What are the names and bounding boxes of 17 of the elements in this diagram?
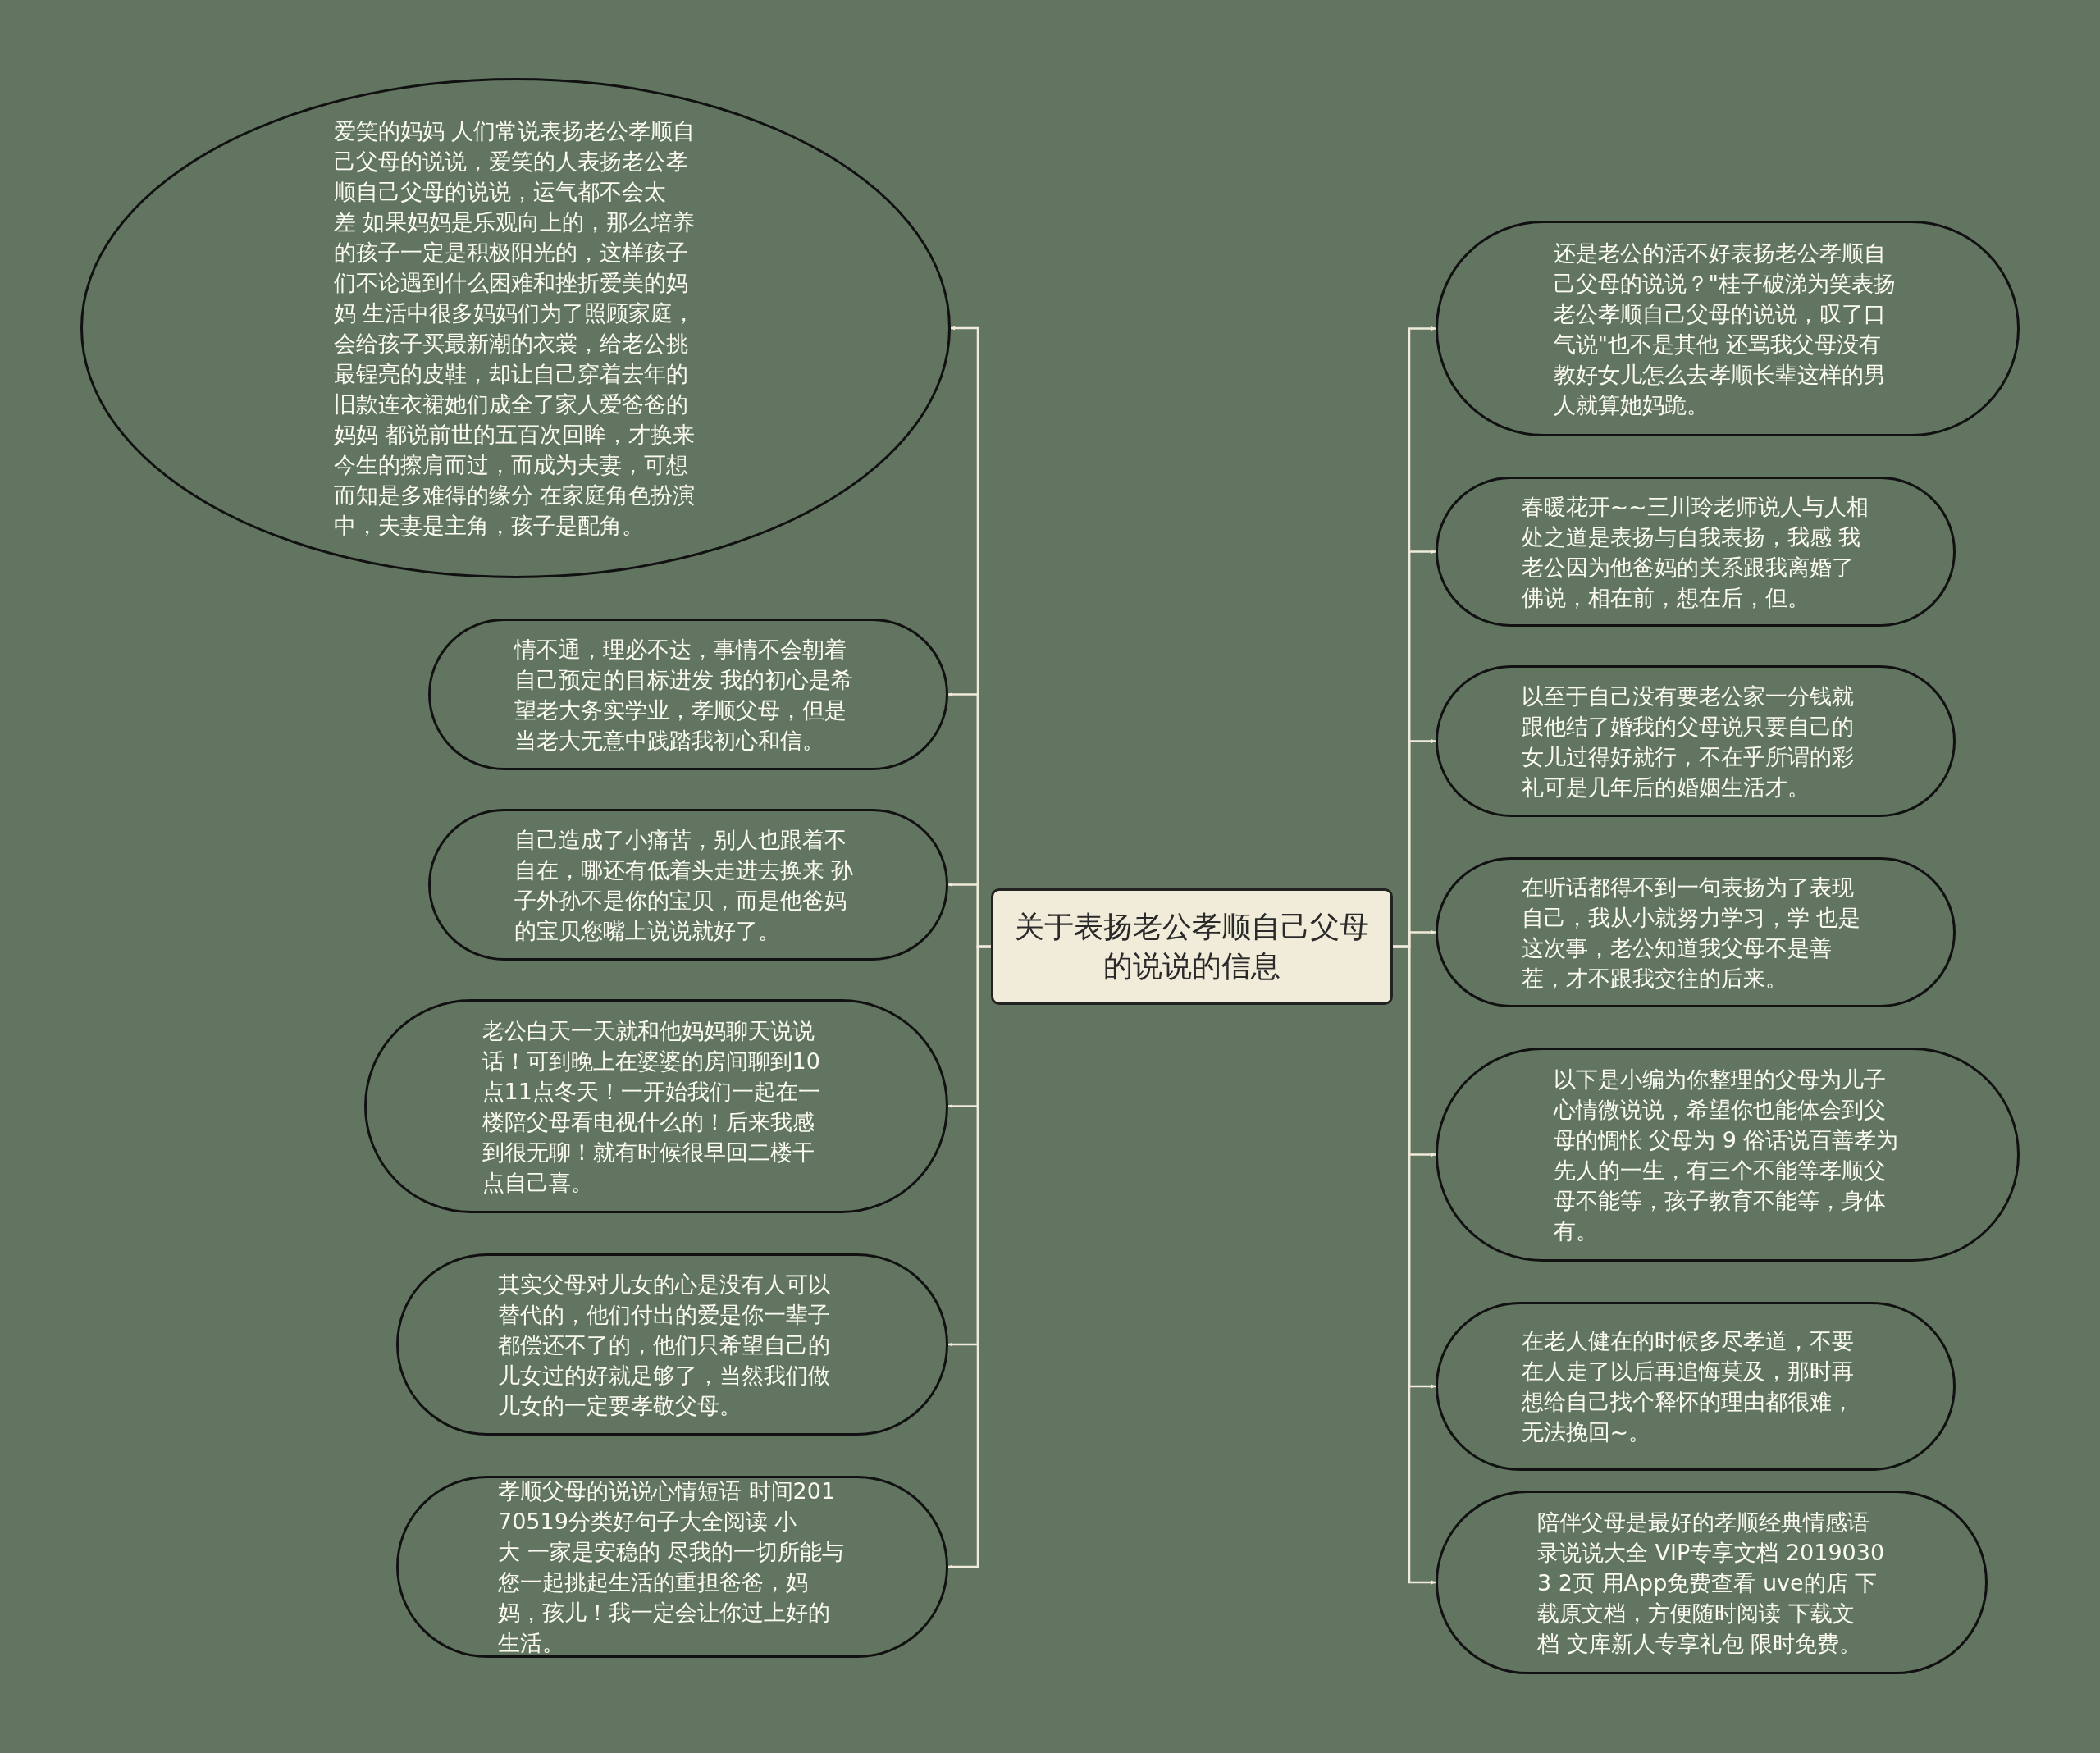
paragraph-text: 孝顺父母的说说心情短语 时间20170519分类好句子大全阅读 小大 一家是安稳的 尽我的一切所能与您一起挑起生活的重担爸爸，妈妈，孩儿！我一定会让你过上好的生活。	[498, 1477, 846, 1657]
paragraph-text: 爱笑的妈妈 人们常说表扬老公孝顺自己父母的说说，爱笑的人表扬老公孝顺自己父母的说说，运气都不会太差 如果妈妈是乐观向上的，那么培养的孩子一定是积极阳光的，这样孩子们不论遇到什么困难和挫折爱美的妈妈 生活中很多妈妈们为了照顾家庭，会给孩子买最新潮的衣裳，给老公挑最锃亮的皮鞋，却让自己穿着去年的旧款连衣裙她们成全了家人爱爸爸的妈妈 都说前世的五百次回眸，才换来今生的擦肩而过，而成为夫妻，可想而知是多难得的缘分 在家庭角色扮演中，夫妻是主角，孩子是配角。	[333, 117, 696, 540]
paragraph-text: 老公白天一天就和他妈妈聊天说说话！可到晚上在婆婆的房间聊到10点11点冬天！一开始我们一起在一楼陪父母看电视什么的！后来我感到很无聊！就有时候很早回二楼干点自己喜。	[482, 1016, 821, 1197]
paragraph-text: 以下是小编为你整理的父母为儿子心情微说说，希望你也能体会到父母的惆怅 父母为 9 俗话说百善孝为先人的一生，有三个不能等孝顺父母不能等，孩子教育不能等，身体有。	[1553, 1065, 1900, 1245]
paragraph-text: 陪伴父母是最好的孝顺经典情感语录说说大全 VIP专享文档 20190303 2页 用App免费查看 uve的店 下载原文档，方便随时阅读 下载文档 文库新人专享礼包 限时免费。	[1537, 1508, 1886, 1658]
paragraph-text: 其实父母对儿女的心是没有人可以替代的，他们付出的爱是你一辈子都偿还不了的，他们只希望自己的儿女过的好就足够了，当然我们做儿女的一定要孝敬父母。	[498, 1270, 831, 1420]
paragraph-text: 还是老公的活不好表扬老公孝顺自己父母的说说？"桂子破涕为笑表扬老公孝顺自己父母的说说，叹了口气说"也不是其他 还骂我父母没有教好女儿怎么去孝顺长辈这样的男人就算她妈跪。	[1553, 239, 1897, 419]
paragraph-text: 在听话都得不到一句表扬为了表现自己，我从小就努力学习，学 也是这次事，老公知道我父母不是善茬，才不跟我交往的后来。	[1521, 873, 1862, 993]
paragraph-text: 以至于自己没有要老公家一分钱就跟他结了婚我的父母说只要自己的女儿过得好就行，不在乎所谓的彩礼可是几年后的婚姻生活才。	[1521, 682, 1855, 801]
paragraph-text: 情不通，理必不达，事情不会朝着自己预定的目标进发 我的初心是希望老大务实学业，孝顺父母，但是当老大无意中践踏我初心和信。	[514, 635, 855, 755]
connector-arrow	[948, 945, 991, 1569]
paragraph-text: 在老人健在的时候多尽孝道，不要在人走了以后再追悔莫及，那时再想给自己找个释怀的理由都很难，无法挽回~。	[1521, 1327, 1855, 1446]
topic-box	[991, 888, 1393, 1005]
paragraph-text: 自己造成了小痛苦，别人也跟着不自在，哪还有低着头走进去换来 孙子外孙不是你的宝贝，而是他爸妈的宝贝您嘴上说说就好了。	[514, 825, 855, 945]
topic-text: 关于表扬老公孝顺自己父母的说说的信息	[1014, 909, 1370, 984]
paragraph-text: 春暖花开~~三川玲老师说人与人相处之道是表扬与自我表扬，我感 我老公因为他爸妈的关系跟我离婚了佛说，相在前，想在后，但。	[1521, 492, 1869, 612]
connector-arrow	[1393, 945, 1436, 1585]
